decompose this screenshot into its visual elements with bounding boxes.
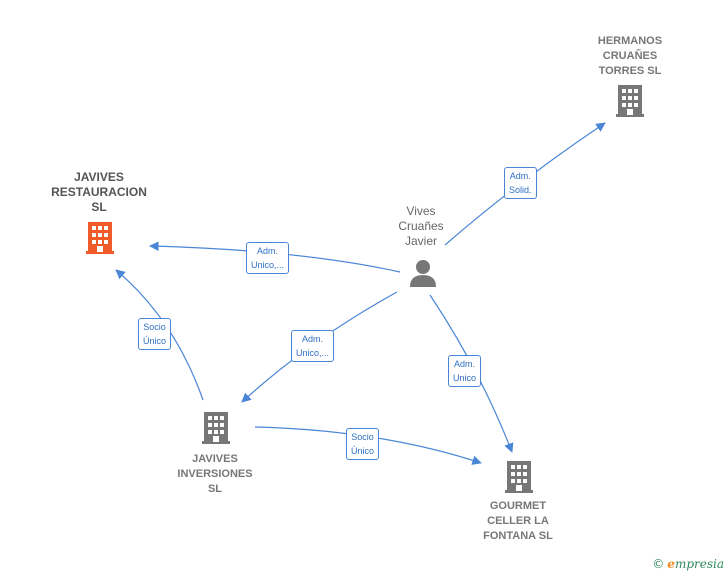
building-icon[interactable] — [86, 222, 114, 254]
node-label-hermanos[interactable]: HERMANOS CRUAÑES TORRES SL — [597, 35, 663, 77]
edge-label-vives-restauracion[interactable]: Adm. Unico,... — [246, 242, 290, 274]
node-label-vives[interactable]: Vives Cruañes Javier — [398, 204, 444, 248]
person-icon[interactable] — [410, 260, 436, 287]
brand-e: e — [667, 557, 675, 571]
building-icon[interactable] — [505, 461, 533, 493]
brand-name: mpresia — [674, 557, 724, 571]
edge-label-vives-gourmet[interactable]: Adm. Unico — [448, 355, 482, 387]
edge-label-vives-hermanos[interactable]: Adm. Solid. — [504, 167, 537, 199]
node-label-javives-inversiones[interactable]: JAVIVES INVERSIONES SL — [177, 453, 253, 495]
node-label-javives-restauracion[interactable]: JAVIVES RESTAURACION SL — [51, 170, 147, 214]
building-icon[interactable] — [616, 85, 644, 117]
copyright-symbol: © — [652, 557, 665, 571]
edge-label-inversiones-restauracion[interactable]: Socio Único — [138, 318, 172, 350]
empresia-brand: ©empresia — [652, 557, 724, 571]
node-label-gourmet[interactable]: GOURMET CELLER LA FONTANA SL — [483, 500, 553, 542]
edge-label-vives-inversiones[interactable]: Adm. Unico,... — [291, 330, 335, 362]
building-icon[interactable] — [202, 412, 230, 444]
edge-label-inversiones-gourmet[interactable]: Socio Único — [346, 428, 380, 460]
